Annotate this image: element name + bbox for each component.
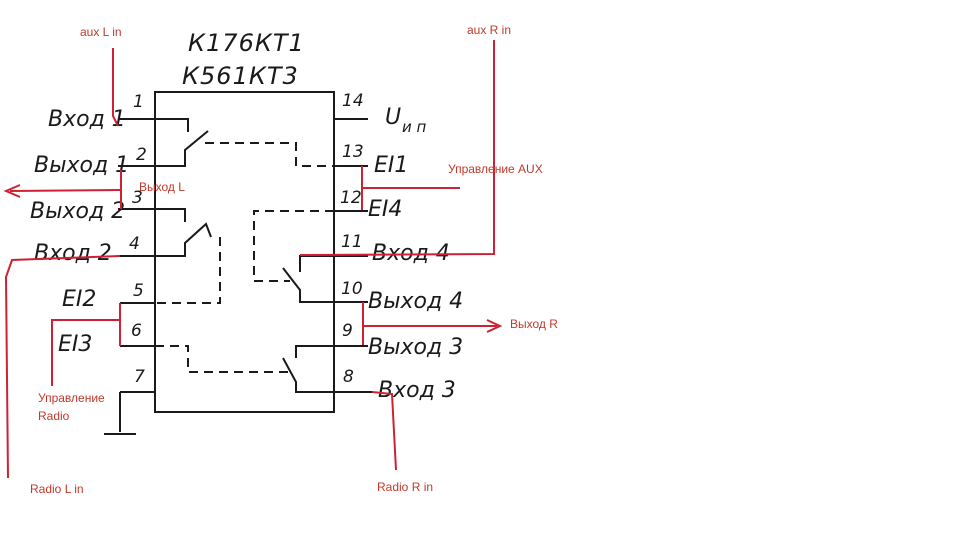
pin-label-12: EI4 [368, 197, 402, 222]
annotation-aux-l-in: aux L in [80, 25, 122, 39]
chip-name-2: К561КТ3 [182, 62, 299, 90]
pin-number-11: 11 [341, 232, 363, 252]
ground-symbol [104, 392, 136, 435]
pin-number-12: 12 [340, 188, 362, 208]
pin-number-14: 14 [342, 91, 364, 111]
annotation-aux-r-in: aux R in [467, 23, 511, 37]
pin-number-4: 4 [129, 234, 140, 254]
annotation-ctrl-aux: Управление AUX [448, 162, 543, 176]
pin-label-6: EI3 [58, 332, 92, 357]
red-wiring [3, 40, 503, 479]
pin-number-9: 9 [342, 321, 353, 341]
pin-label-5: EI2 [62, 287, 96, 312]
annotations: aux L in aux R in Выход L Управление AUX… [30, 23, 558, 496]
pin-number-8: 8 [343, 367, 354, 387]
wire-aux-r-in [299, 40, 495, 256]
annotation-ctrl-radio-2: Radio [38, 409, 70, 423]
switch-2 [155, 208, 221, 304]
pin-label-2: Выход 1 [34, 153, 129, 178]
pin-label-9: Выход 3 [368, 335, 463, 360]
pin-label-10: Выход 4 [368, 289, 463, 314]
wire-out-l-arrow [9, 189, 122, 192]
pin-number-13: 13 [342, 142, 364, 162]
wire-radio-l-in [4, 255, 121, 479]
chip-name-1: К176КТ1 [188, 29, 305, 57]
switch-1 [155, 118, 334, 167]
pin-label-3: Выход 2 [30, 199, 125, 224]
annotation-ctrl-radio-1: Управление [38, 391, 105, 405]
pin-number-7: 7 [134, 367, 145, 387]
chip-body [154, 91, 335, 413]
pin-number-10: 10 [341, 279, 363, 299]
pin-number-1: 1 [133, 92, 144, 112]
pin-label-13: EI1 [374, 153, 408, 178]
pin-label-8: Вход 3 [378, 378, 456, 403]
right-pin-stubs [334, 118, 372, 393]
annotation-radio-r-in: Radio R in [377, 480, 433, 494]
wire-aux-l-in [112, 48, 119, 127]
switch-4 [253, 210, 334, 303]
pin-label-14: U [385, 105, 401, 130]
switch-3 [155, 345, 334, 393]
left-pin-stubs [118, 118, 155, 393]
supply-subscript: и п [402, 118, 427, 136]
wire-radio-r-in [371, 391, 397, 471]
pin-number-2: 2 [136, 145, 147, 165]
pin-number-6: 6 [131, 321, 142, 341]
annotation-radio-l-in: Radio L in [30, 482, 84, 496]
pin-number-3: 3 [132, 188, 143, 208]
pin-number-5: 5 [133, 281, 144, 301]
pin-label-4: Вход 2 [34, 241, 112, 266]
annotation-out-l: Выход L [139, 180, 185, 194]
annotation-out-r: Выход R [510, 317, 558, 331]
